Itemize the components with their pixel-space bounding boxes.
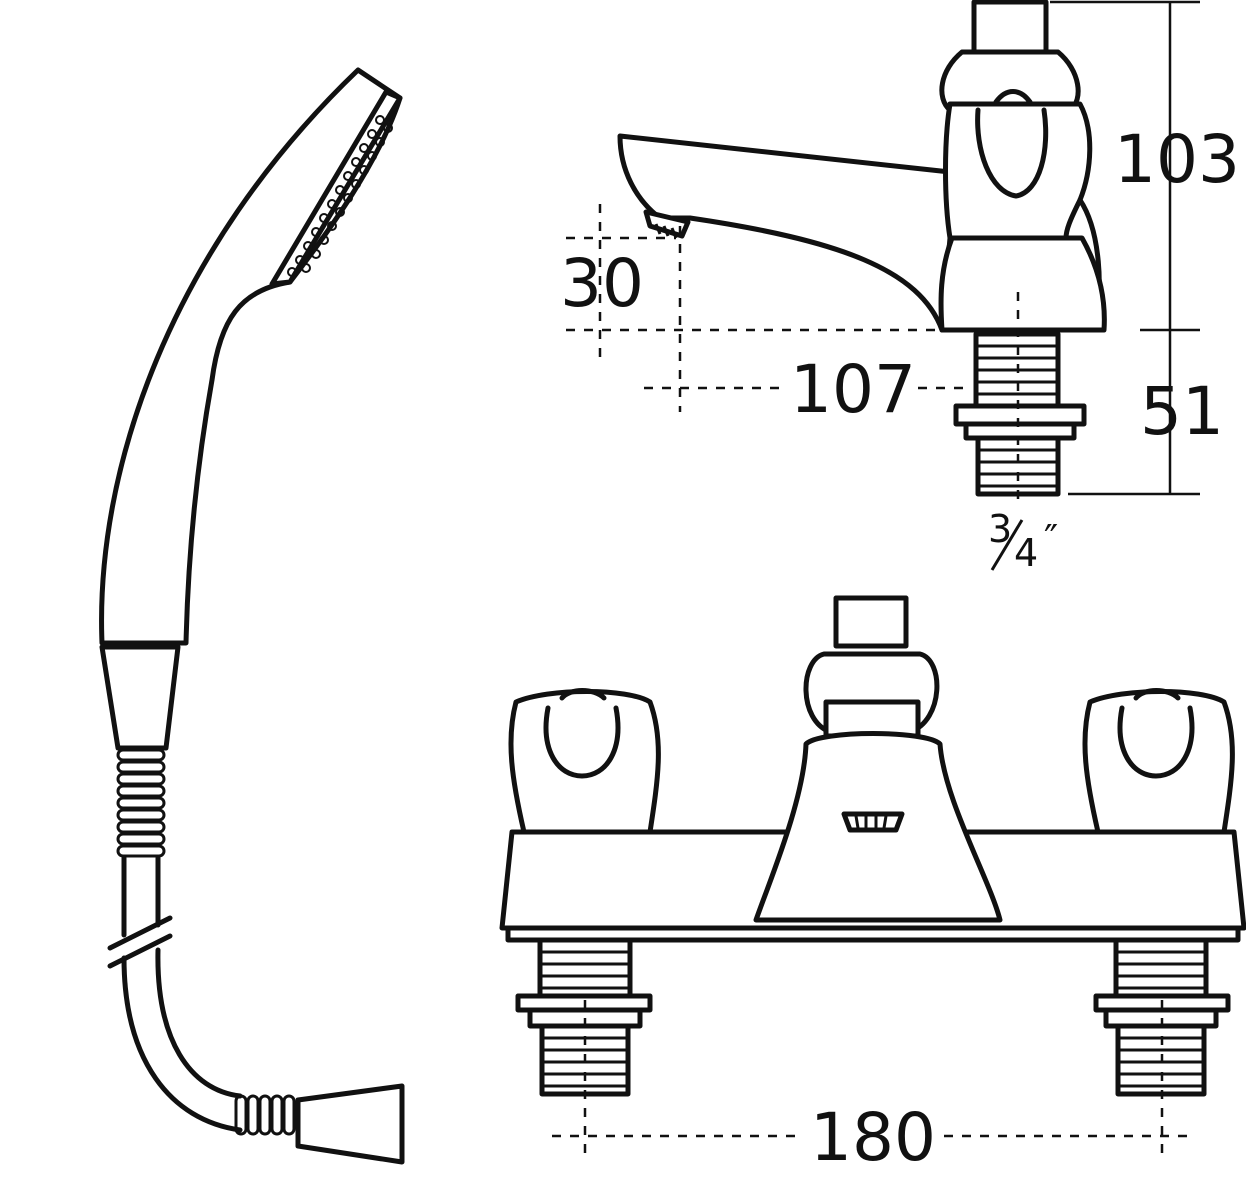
- aerator-grille-front: [854, 815, 888, 829]
- thread-unit: ″: [1044, 517, 1058, 561]
- valve-body-side: [938, 235, 1107, 333]
- spout-side: [617, 133, 953, 333]
- front-view-dimensions: 180: [552, 1099, 1196, 1176]
- side-view-dimensions: 103 51 30 107 3 4 ″: [560, 0, 1240, 575]
- mixer-side-view: [617, 0, 1107, 500]
- valve-head-side: [943, 101, 1093, 241]
- hand-shower: [99, 67, 405, 1165]
- backnut-side: [953, 403, 1087, 427]
- diverter-knob-side: [939, 49, 1081, 113]
- diverter-stem-front: [823, 699, 921, 739]
- hose-connector-top: [116, 748, 166, 858]
- valve-head-lobe: [975, 107, 1049, 199]
- diverter-button-front: [833, 595, 909, 649]
- cold-valve-head: [1082, 688, 1235, 835]
- aerator-grille: [654, 223, 678, 239]
- aerator-front: [841, 811, 905, 833]
- hose-upper: [121, 855, 161, 938]
- thread-denominator: 4: [1014, 531, 1038, 575]
- dimension-107: 107: [790, 351, 916, 428]
- hose-lower: [121, 947, 243, 1133]
- hose-break-mark: [107, 915, 173, 969]
- spray-nozzles: [287, 115, 393, 277]
- valve-head-rim: [993, 89, 1033, 105]
- aerator-side: [643, 209, 691, 239]
- hose-end-nut: [295, 1083, 405, 1165]
- left-shank-front: [515, 937, 653, 1097]
- dimension-30: 30: [560, 245, 644, 322]
- handle-cone: [99, 644, 181, 751]
- hose-connector-bottom: [234, 1094, 296, 1136]
- mixer-front-view: [499, 595, 1246, 1162]
- thread-size-label: 3 4 ″: [988, 507, 1058, 575]
- diverter-button-side: [971, 0, 1049, 55]
- right-shank-front: [1093, 937, 1231, 1097]
- dimension-103: 103: [1114, 121, 1240, 198]
- body-base-front: [505, 925, 1241, 943]
- dimension-51: 51: [1140, 373, 1224, 450]
- dimension-180: 180: [810, 1099, 936, 1176]
- hot-valve-head: [508, 688, 661, 835]
